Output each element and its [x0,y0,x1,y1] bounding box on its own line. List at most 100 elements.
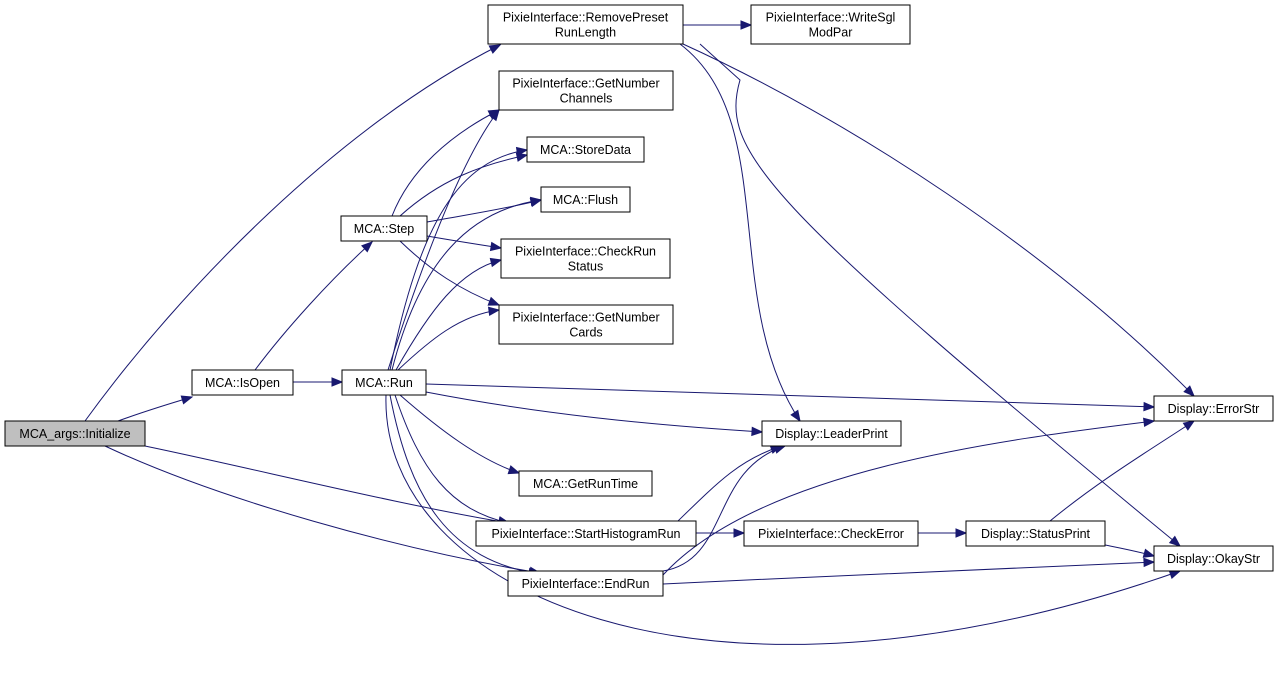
node-label-getnumcards-1: Cards [569,326,602,340]
arrowhead-removepreset-to-okaystr [1168,535,1182,547]
edge-isopen-to-step [254,241,373,371]
edge-run-to-okaystr [385,394,1181,645]
node-box-statusprint [965,520,1106,547]
node-label-okaystr-0: Display::OkayStr [1167,552,1260,566]
edge-initialize-to-isopen [117,396,193,422]
node-label-endrun-0: PixieInterface::EndRun [522,577,650,591]
node-label-checkerror-0: PixieInterface::CheckError [758,527,904,541]
node-isopen[interactable]: MCA::IsOpen [191,369,294,396]
node-box-run [341,369,427,396]
edge-initialize-to-starthist [144,445,510,524]
node-box-endrun [507,570,664,597]
node-box-errorstr [1153,395,1274,422]
node-label-writesgl-0: PixieInterface::WriteSgl [766,11,896,25]
node-box-isopen [191,369,294,396]
node-label-leaderprint-0: Display::LeaderPrint [775,427,888,441]
node-label-getruntime-0: MCA::GetRunTime [533,477,638,491]
node-label-removepreset-0: PixieInterface::RemovePreset [503,11,669,25]
node-step[interactable]: MCA::Step [340,215,428,242]
node-label-checkrunstatus-1: Status [568,260,603,274]
edge-removepreset-to-okaystr [699,43,1181,547]
arrowhead-run-to-getruntime [507,465,521,475]
node-okaystr[interactable]: Display::OkayStr [1153,545,1274,572]
node-box-okaystr [1153,545,1274,572]
arrowhead-removepreset-to-writesgl [740,20,753,30]
node-label-writesgl-1: ModPar [809,26,853,40]
node-box-checkerror [743,520,919,547]
edge-starthist-to-leaderprint [677,445,782,522]
edge-run-to-leaderprint [425,391,763,433]
node-label-removepreset-1: RunLength [555,26,616,40]
arrowhead-run-to-okaystr [1168,570,1182,579]
node-run[interactable]: MCA::Run [341,369,427,396]
node-box-storedata [526,136,645,163]
node-box-getruntime [518,470,653,497]
nodes-layer: MCA_args::Initialize MCA::IsOpen MCA::Step… [4,4,1274,597]
node-getruntime[interactable]: MCA::GetRunTime [518,470,653,497]
arrowhead-starthist-to-checkerror [733,528,746,538]
arrowhead-checkerror-to-statusprint [955,528,968,538]
edge-run-to-endrun [389,394,540,575]
edge-step-to-getnumcards [399,240,500,306]
node-initialize[interactable]: MCA_args::Initialize [4,420,146,447]
edge-run-to-errorstr [425,383,1155,408]
node-box-removepreset [487,4,684,45]
arrowhead-removepreset-to-leaderprint [790,409,801,423]
edge-removepreset-to-errorstr [682,43,1195,397]
node-label-isopen-0: MCA::IsOpen [205,376,280,390]
node-label-checkrunstatus-0: PixieInterface::CheckRun [515,245,656,259]
node-statusprint[interactable]: Display::StatusPrint [965,520,1106,547]
node-box-checkrunstatus [500,238,671,279]
node-box-leaderprint [761,420,902,447]
node-label-getnumchannels-0: PixieInterface::GetNumber [512,77,659,91]
node-label-errorstr-0: Display::ErrorStr [1168,402,1260,416]
arrowhead-removepreset-to-errorstr [1183,385,1195,397]
edge-endrun-to-leaderprint [662,445,786,572]
edge-run-to-flush [391,199,542,371]
node-label-statusprint-0: Display::StatusPrint [981,527,1091,541]
arrowhead-run-to-leaderprint [751,426,764,437]
node-checkerror[interactable]: PixieInterface::CheckError [743,520,919,547]
edge-step-to-checkrunstatus [426,235,502,249]
node-label-getnumchannels-1: Channels [560,92,613,106]
arrowhead-endrun-to-okaystr [1143,557,1156,568]
node-box-flush [540,186,631,213]
edge-initialize-to-endrun [104,445,541,574]
arrowhead-statusprint-to-errorstr [1182,420,1196,431]
node-box-writesgl [750,4,911,45]
arrowhead-run-to-errorstr [1143,401,1156,412]
node-box-initialize [4,420,146,447]
edge-initialize-to-removepreset [84,44,501,422]
node-storedata[interactable]: MCA::StoreData [526,136,645,163]
edge-endrun-to-errorstr [662,420,1155,576]
arrowhead-step-to-getnumcards [487,296,501,306]
node-box-step [340,215,428,242]
arrowhead-initialize-to-isopen [180,395,194,405]
arrowhead-run-to-storedata [515,146,529,157]
node-flush[interactable]: MCA::Flush [540,186,631,213]
edge-run-to-checkrunstatus [395,259,502,371]
node-starthist[interactable]: PixieInterface::StartHistogramRun [475,520,697,547]
node-box-starthist [475,520,697,547]
arrowhead-endrun-to-errorstr [1142,417,1156,427]
node-label-initialize-0: MCA_args::Initialize [19,427,130,441]
edge-run-to-storedata [389,149,528,371]
arrowhead-statusprint-to-okaystr [1142,548,1156,558]
node-errorstr[interactable]: Display::ErrorStr [1153,395,1274,422]
arrowhead-run-to-checkrunstatus [489,257,503,268]
arrowhead-initialize-to-removepreset [488,44,502,54]
node-leaderprint[interactable]: Display::LeaderPrint [761,420,902,447]
node-label-run-0: MCA::Run [355,376,413,390]
node-label-storedata-0: MCA::StoreData [540,143,631,157]
node-endrun[interactable]: PixieInterface::EndRun [507,570,664,597]
edge-statusprint-to-errorstr [1049,420,1195,522]
edge-endrun-to-okaystr [662,561,1155,585]
arrowhead-step-to-checkrunstatus [489,241,503,252]
edge-run-to-getnumcards [397,309,500,371]
node-box-getnumcards [498,304,674,345]
